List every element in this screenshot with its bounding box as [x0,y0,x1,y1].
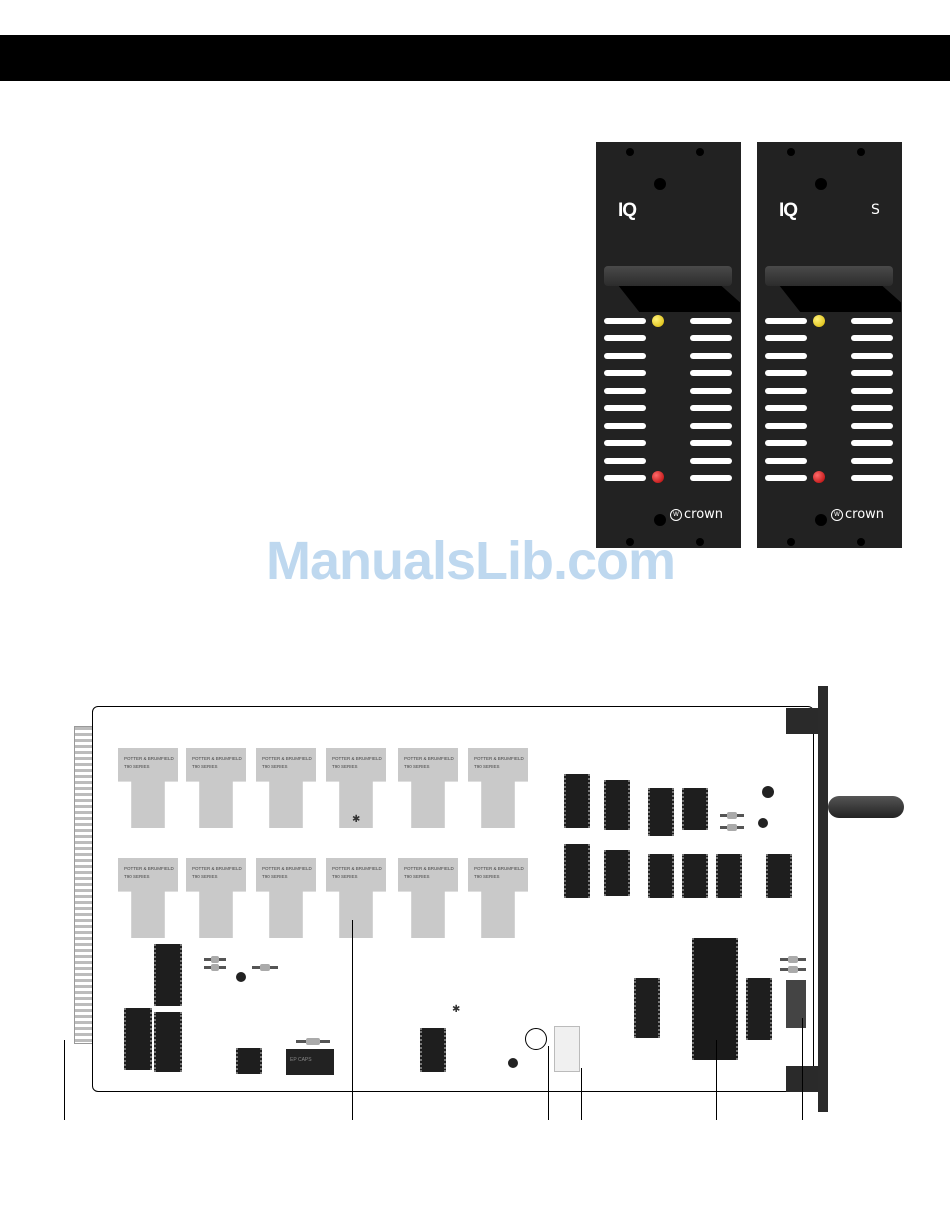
crown-w-icon: W [670,508,682,521]
ic-chip [564,774,590,828]
ic-chip [746,978,772,1040]
mount-bracket [786,708,818,734]
callout-line [352,920,353,1120]
ic-chip [766,854,792,898]
screw-icon [787,148,795,156]
resistor [780,956,806,963]
resistor [204,956,226,963]
ic-chip [648,788,674,836]
screw-icon [815,514,827,526]
screw-icon [857,148,865,156]
board-front-plate [818,686,828,1112]
header-bar [0,35,950,81]
resistor [720,824,744,831]
callout-line [802,1018,803,1120]
ic-chip [716,854,742,898]
screw-icon [654,514,666,526]
capacitor-block: EP CAPS [286,1049,334,1075]
asterisk-icon: ✱ [452,1004,461,1015]
ic-chip [648,854,674,898]
resistor [252,964,278,971]
capacitor [508,1058,518,1068]
screw-icon [626,538,634,546]
resistor [720,812,744,819]
ic-chip [154,1012,182,1072]
screw-icon [696,538,704,546]
capacitor [236,972,246,982]
yellow-led-icon [813,315,825,327]
panel-handle [604,266,732,286]
brand-text: crown [845,507,885,522]
ic-chip [604,850,630,896]
ic-chip [124,1008,152,1070]
screw-icon [815,178,827,190]
asterisk-icon: ✱ [352,814,361,825]
screw-icon [626,148,634,156]
capacitor [762,786,774,798]
ic-chip [420,1028,446,1072]
screw-icon [857,538,865,546]
callout-line [548,1046,549,1120]
ic-chip [682,788,708,830]
eprom-chip [692,938,738,1060]
ic-chip [154,944,182,1006]
red-led-icon [813,471,825,483]
s-badge: S [871,202,880,218]
panel-handle [765,266,893,286]
screw-icon [696,148,704,156]
callout-line [716,1040,717,1120]
callout-circle [525,1028,547,1050]
resistor [296,1038,330,1045]
red-led-icon [652,471,664,483]
callout-line [581,1068,582,1120]
ic-chip [564,844,590,898]
battery [554,1026,580,1072]
ic-chip [604,780,630,830]
ic-chip [682,854,708,898]
yellow-led-icon [652,315,664,327]
ic-chip [236,1048,262,1074]
callout-line [64,1040,65,1120]
ic-chip [634,978,660,1038]
brand-text: crown [684,507,724,522]
resistor [204,964,226,971]
crown-w-icon: W [831,508,843,521]
resistor [780,966,806,973]
dip-switch [786,980,806,1028]
screw-icon [787,538,795,546]
iq-logo: IQ [779,200,798,221]
watermark: ManualsLib.com [266,531,676,591]
board-handle [828,796,904,818]
screw-icon [654,178,666,190]
capacitor [758,818,768,828]
iq-logo: IQ [618,200,637,221]
edge-connector [74,726,94,1044]
